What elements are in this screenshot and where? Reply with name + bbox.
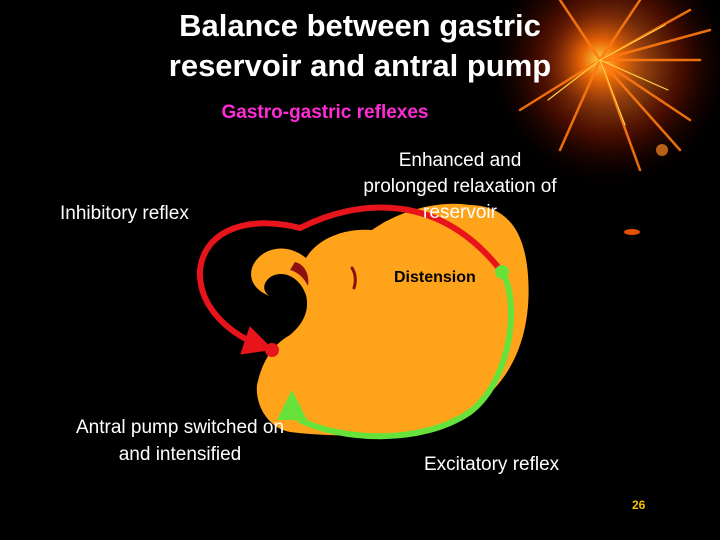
inhibitory-reflex-label: Inhibitory reflex	[60, 203, 189, 224]
stomach-fold	[350, 266, 357, 290]
antral-pump-label: Antral pump switched on and intensified	[75, 417, 285, 465]
oesophagus-junction	[290, 262, 309, 286]
inhibitory-reflex-arrow	[196, 204, 505, 355]
slide-subtitle: Gastro-gastric reflexes	[221, 102, 429, 123]
slide-title: Balance between gastric reservoir and an…	[168, 8, 552, 83]
excitatory-reflex-arrow	[277, 269, 514, 440]
slide-number: 26	[632, 498, 646, 512]
excitatory-origin-dot	[495, 265, 509, 279]
stomach-shape	[251, 203, 529, 436]
relaxation-label: Enhanced and prolonged relaxation of res…	[363, 150, 557, 223]
fundus-distension-label: Distension	[394, 269, 476, 286]
excitatory-reflex-label: Excitatory reflex	[424, 454, 560, 475]
inhibitory-origin-dot	[265, 343, 279, 357]
antrum-distension-label: Disten- sion	[252, 300, 304, 337]
fireworks-decoration	[490, 0, 720, 235]
